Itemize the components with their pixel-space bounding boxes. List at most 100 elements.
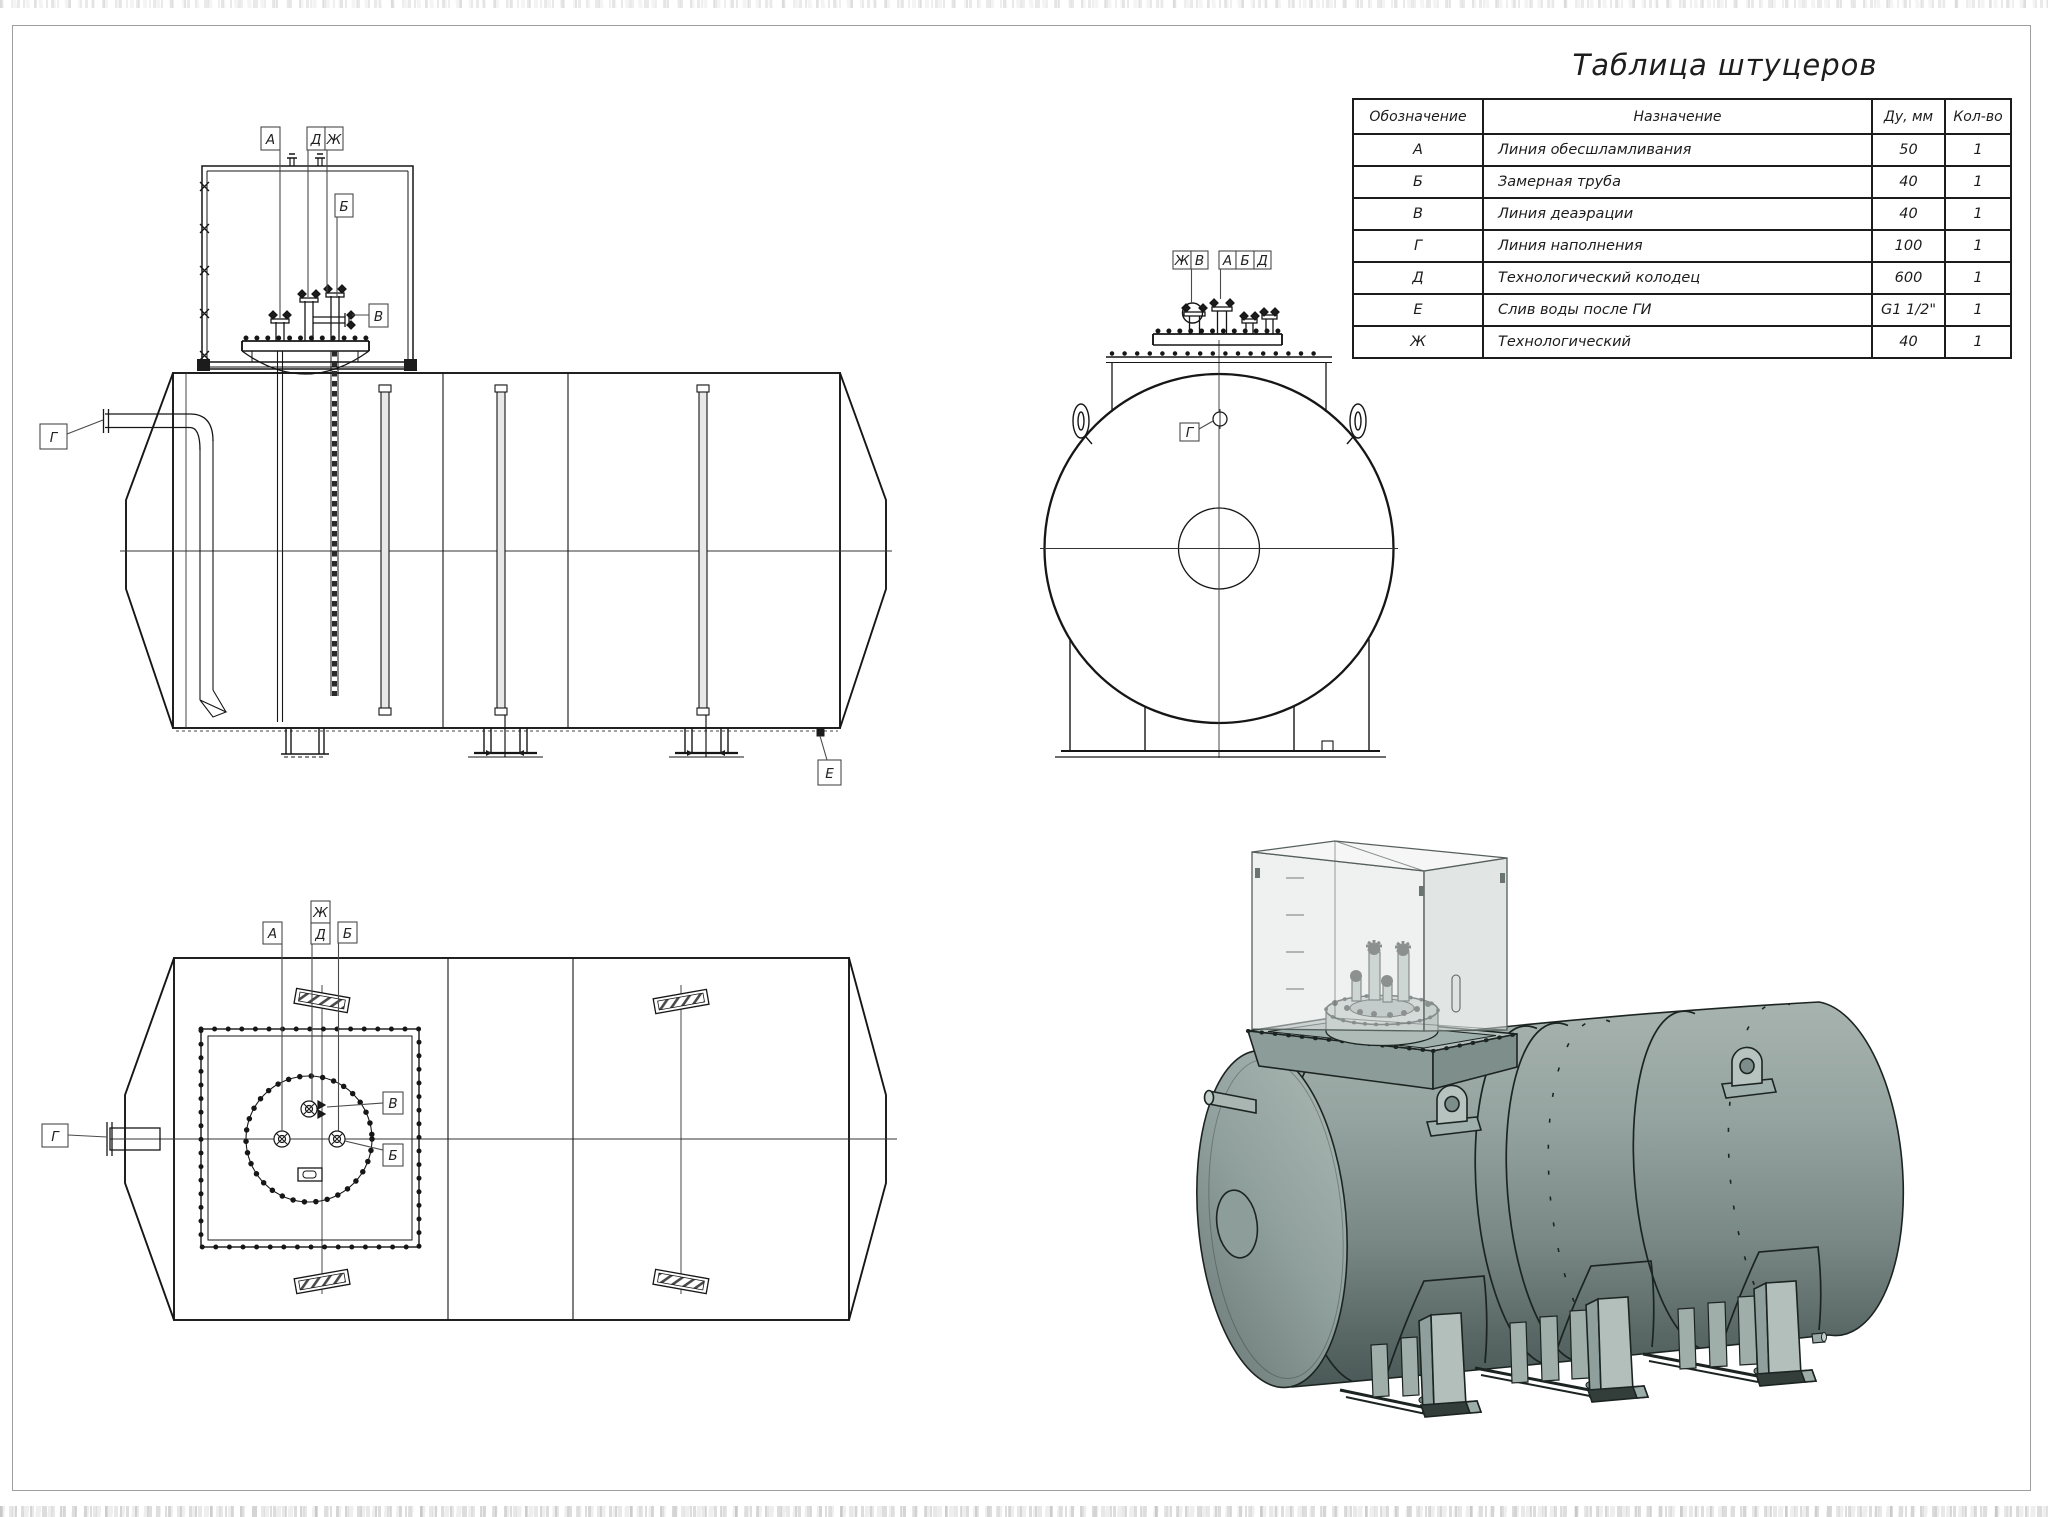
col-purpose: Назначение xyxy=(1482,98,1873,135)
well-top-stubs xyxy=(287,153,325,166)
iso-drain xyxy=(1811,1332,1827,1344)
side-view: А Д Ж Б В xyxy=(39,126,892,786)
scan-noise-bottom xyxy=(0,1506,2048,1517)
pipe-b-side xyxy=(330,351,339,696)
lifting-lugs-plan xyxy=(293,987,710,1295)
cell-purpose: Технологический колодец xyxy=(1482,261,1873,295)
cell-mark: Ж xyxy=(1352,325,1484,359)
cell-qty: 1 xyxy=(1944,165,2012,199)
svg-text:А: А xyxy=(265,132,275,148)
iso-supports xyxy=(1339,1246,1822,1418)
cell-dn: 40 xyxy=(1871,197,1946,231)
cell-qty: 1 xyxy=(1944,197,2012,231)
flag-b-plan: Б xyxy=(337,921,358,944)
svg-text:Г: Г xyxy=(50,430,59,446)
flag-a-plan: А xyxy=(262,921,283,945)
cell-dn: 40 xyxy=(1871,325,1946,359)
well-front xyxy=(1106,351,1332,412)
front-view: Ж В А Б Д Г xyxy=(1040,250,1398,758)
cell-purpose: Замерная труба xyxy=(1482,165,1873,199)
nozzle-table-header: Обозначение Назначение Ду, мм Кол-во xyxy=(1352,98,2012,135)
pipe-a-side xyxy=(276,351,284,722)
flag-d-front: Д xyxy=(1253,250,1272,270)
sheet-frame xyxy=(12,25,2031,1491)
cell-purpose: Линия обесшламливания xyxy=(1482,133,1873,167)
iso-view xyxy=(1196,840,1905,1418)
cell-purpose: Технологический xyxy=(1482,325,1873,359)
cell-qty: 1 xyxy=(1944,293,2012,327)
cell-mark: Г xyxy=(1352,229,1484,263)
iso-support-1 xyxy=(1339,1312,1483,1418)
col-dn: Ду, мм xyxy=(1871,98,1946,135)
svg-text:Г: Г xyxy=(51,1129,60,1145)
cell-mark: В xyxy=(1352,197,1484,231)
flag-v-side: В xyxy=(368,303,389,328)
flag-d-plan: Д xyxy=(310,922,331,945)
weld-marks xyxy=(199,181,210,361)
cell-dn: G1 1/2" xyxy=(1871,293,1946,327)
flag-e-side: Е xyxy=(817,759,842,786)
flag-zh-side: Ж xyxy=(324,126,344,151)
svg-text:А: А xyxy=(267,926,277,942)
flag-a-front: А xyxy=(1218,250,1237,270)
front-flags: Ж В А Б Д Г xyxy=(1172,250,1272,442)
pipe-g-plan xyxy=(106,1122,161,1156)
svg-text:Д: Д xyxy=(310,132,322,148)
supports-front xyxy=(1055,639,1386,758)
manhole-stubs-front xyxy=(1181,298,1280,334)
flag-b-side: Б xyxy=(334,193,354,218)
table-row: Ж Технологический 40 1 xyxy=(1352,325,2012,359)
svg-text:Д: Д xyxy=(1256,253,1268,269)
svg-text:Ж: Ж xyxy=(1174,253,1190,269)
flag-b-front: Б xyxy=(1235,250,1255,270)
svg-text:А: А xyxy=(1222,253,1232,269)
flag-a-side: А xyxy=(260,126,281,151)
well-box-side xyxy=(197,153,417,371)
cell-qty: 1 xyxy=(1944,133,2012,167)
nozzle-table-title: Таблица штуцеров xyxy=(1572,48,1878,82)
svg-text:Ж: Ж xyxy=(326,132,342,148)
table-row: Г Линия наполнения 100 1 xyxy=(1352,229,2012,263)
plan-flags: А Ж Д Б В Б Г xyxy=(41,900,404,1167)
cell-purpose: Линия деаэрации xyxy=(1482,197,1873,231)
lifting-lugs-front xyxy=(1072,403,1367,445)
table-row: А Линия обесшламливания 50 1 xyxy=(1352,133,2012,167)
flag-zh-front: Ж xyxy=(1172,250,1192,270)
stiffener-rings xyxy=(378,384,710,716)
cell-mark: Б xyxy=(1352,165,1484,199)
col-mark: Обозначение xyxy=(1352,98,1484,135)
well-plan xyxy=(198,1026,422,1250)
table-row: Б Замерная труба 40 1 xyxy=(1352,165,2012,199)
tank-shell-side xyxy=(172,372,841,729)
table-row: Д Технологический колодец 600 1 xyxy=(1352,261,2012,295)
cell-dn: 50 xyxy=(1871,133,1946,167)
cell-mark: А xyxy=(1352,133,1484,167)
svg-text:Б: Б xyxy=(339,199,348,215)
cell-dn: 600 xyxy=(1871,261,1946,295)
flag-d-side: Д xyxy=(306,126,326,151)
tank-left-cone xyxy=(125,372,174,729)
cell-mark: Д xyxy=(1352,261,1484,295)
cell-purpose: Слив воды после ГИ xyxy=(1482,293,1873,327)
cell-purpose: Линия наполнения xyxy=(1482,229,1873,263)
flag-v-front: В xyxy=(1190,250,1209,270)
svg-text:Б: Б xyxy=(1240,253,1249,269)
tank-right-cone xyxy=(839,372,887,729)
flag-g-front: Г xyxy=(1179,422,1200,442)
flag-g-plan: Г xyxy=(41,1123,69,1148)
cell-qty: 1 xyxy=(1944,229,2012,263)
flag-g-side: Г xyxy=(39,423,68,450)
plan-nozzles xyxy=(273,1099,346,1182)
scan-noise-top xyxy=(0,0,2048,8)
iso-g-stub xyxy=(1203,1089,1257,1114)
col-qty: Кол-во xyxy=(1944,98,2012,135)
svg-text:В: В xyxy=(1195,253,1204,269)
iso-cap-manhole xyxy=(1215,1189,1259,1259)
table-row: Е Слив воды после ГИ G1 1/2" 1 xyxy=(1352,293,2012,327)
cell-qty: 1 xyxy=(1944,325,2012,359)
svg-text:Б: Б xyxy=(343,926,352,942)
svg-text:Г: Г xyxy=(1186,425,1195,441)
flag-b2-plan: Б xyxy=(382,1143,404,1167)
svg-text:Б: Б xyxy=(388,1148,397,1164)
